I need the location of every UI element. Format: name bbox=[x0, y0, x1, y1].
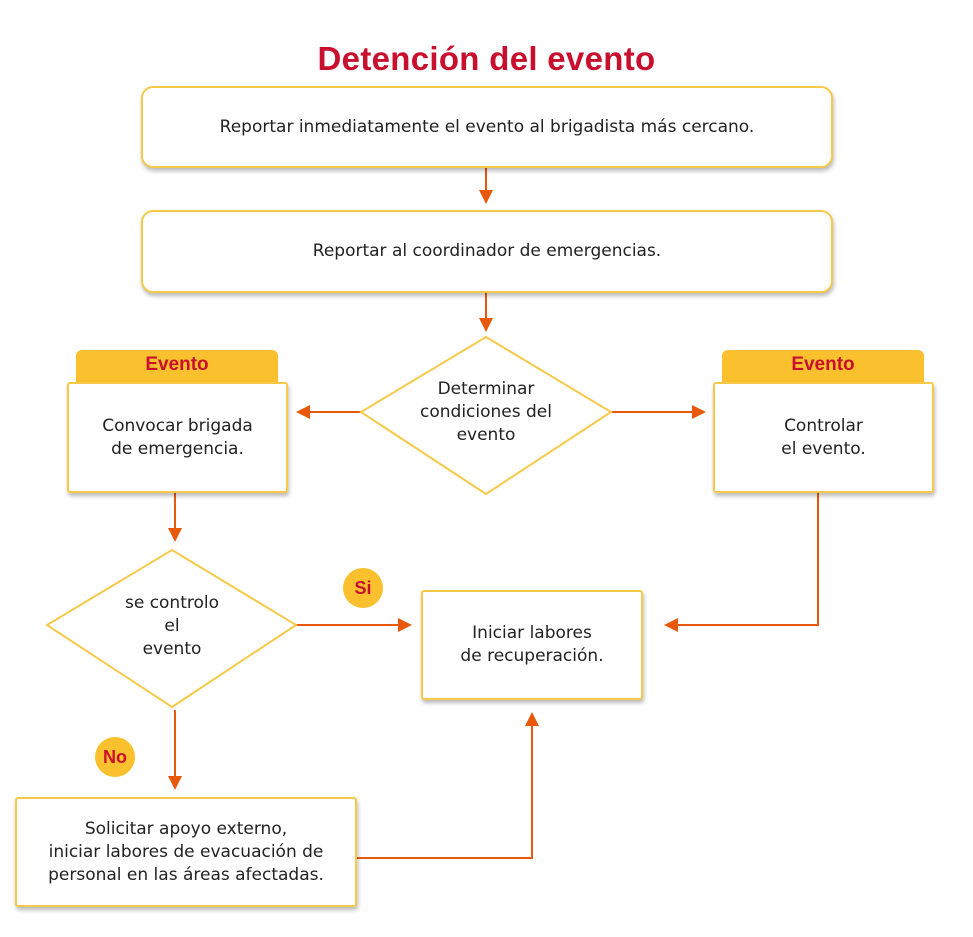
step-solicitar-line: personal en las áreas afectadas. bbox=[48, 864, 324, 885]
diagram-title: Detención del evento bbox=[317, 40, 656, 77]
decision-determinar: Determinar condiciones del evento bbox=[386, 378, 586, 447]
step-solicitar-line: iniciar labores de evacuación de bbox=[48, 841, 324, 862]
step-convocar-line: de emergencia. bbox=[111, 438, 244, 459]
decision-se-controlo-line: se controlo bbox=[124, 593, 220, 613]
step-convocar-line: Convocar brigada bbox=[102, 415, 253, 436]
step-report-brigadista: Reportar inmediatamente el evento al bri… bbox=[141, 86, 833, 168]
arrow-controlar-to-recuperacion bbox=[664, 493, 819, 632]
step-convocar-brigada: Convocar brigada de emergencia. bbox=[67, 382, 288, 493]
step-solicitar-apoyo: Solicitar apoyo externo, iniciar labores… bbox=[15, 797, 357, 907]
decision-determinar-line: Determinar bbox=[437, 379, 535, 399]
decision-se-controlo: se controlo el evento bbox=[72, 592, 272, 661]
decision-secontrolo-shape bbox=[45, 548, 298, 709]
arrow-solicitar-to-recuperacion bbox=[357, 712, 539, 859]
step-report-brigadista-text: Reportar inmediatamente el evento al bri… bbox=[219, 116, 755, 137]
step-iniciar-recuperacion: Iniciar labores de recuperación. bbox=[421, 590, 643, 700]
badge-si: Si bbox=[343, 568, 383, 608]
step-iniciar-line: de recuperación. bbox=[460, 646, 604, 666]
step-controlar-evento: Controlar el evento. bbox=[713, 382, 934, 493]
step-report-coordinador-text: Reportar al coordinador de emergencias. bbox=[312, 241, 662, 261]
tab-evento-right: Evento bbox=[722, 350, 924, 382]
badge-no: No bbox=[95, 737, 135, 777]
step-iniciar-line: Iniciar labores bbox=[472, 623, 592, 643]
step-report-coordinador: Reportar al coordinador de emergencias. bbox=[141, 210, 833, 293]
decision-determinar-shape bbox=[359, 335, 613, 496]
step-controlar-line: el evento. bbox=[781, 438, 866, 459]
decision-se-controlo-line: evento bbox=[142, 639, 202, 659]
decision-determinar-line: evento bbox=[456, 425, 516, 445]
decision-determinar-line: condiciones del bbox=[420, 402, 552, 422]
tab-evento-left: Evento bbox=[76, 350, 278, 382]
decision-se-controlo-line: el bbox=[164, 616, 180, 636]
step-solicitar-line: Solicitar apoyo externo, bbox=[84, 818, 288, 839]
step-controlar-line: Controlar bbox=[784, 415, 863, 436]
